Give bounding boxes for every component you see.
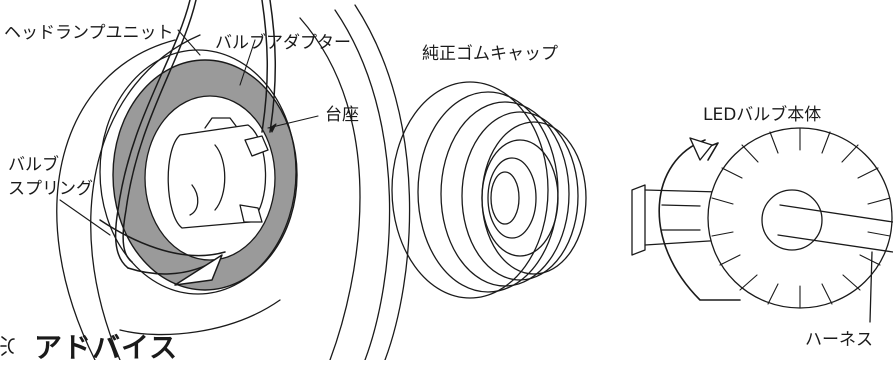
rubber-cap [391,81,587,299]
advice-heading: アドバイス [0,326,178,366]
label-bulb-spring-line1: バルブ [8,155,59,175]
label-led-bulb-body: LEDバルブ本体 [703,105,822,125]
socket-pedestal [167,117,269,229]
leader-lines [59,29,319,236]
advice-title: アドバイス [34,331,179,364]
label-pedestal: 台座 [325,105,359,125]
label-harness: ハーネス [805,330,873,350]
label-headlamp-unit: ヘッドランプユニット [4,23,174,43]
led-bulb-body [631,127,893,309]
label-rubber-cap: 純正ゴムキャップ [422,44,558,64]
bulb-spring [99,0,276,286]
lightbulb-icon [0,336,15,356]
harness-cable [777,204,893,323]
label-bulb-spring-line2: スプリング [8,179,93,199]
label-bulb-adapter: バルブアダプター [215,33,351,53]
